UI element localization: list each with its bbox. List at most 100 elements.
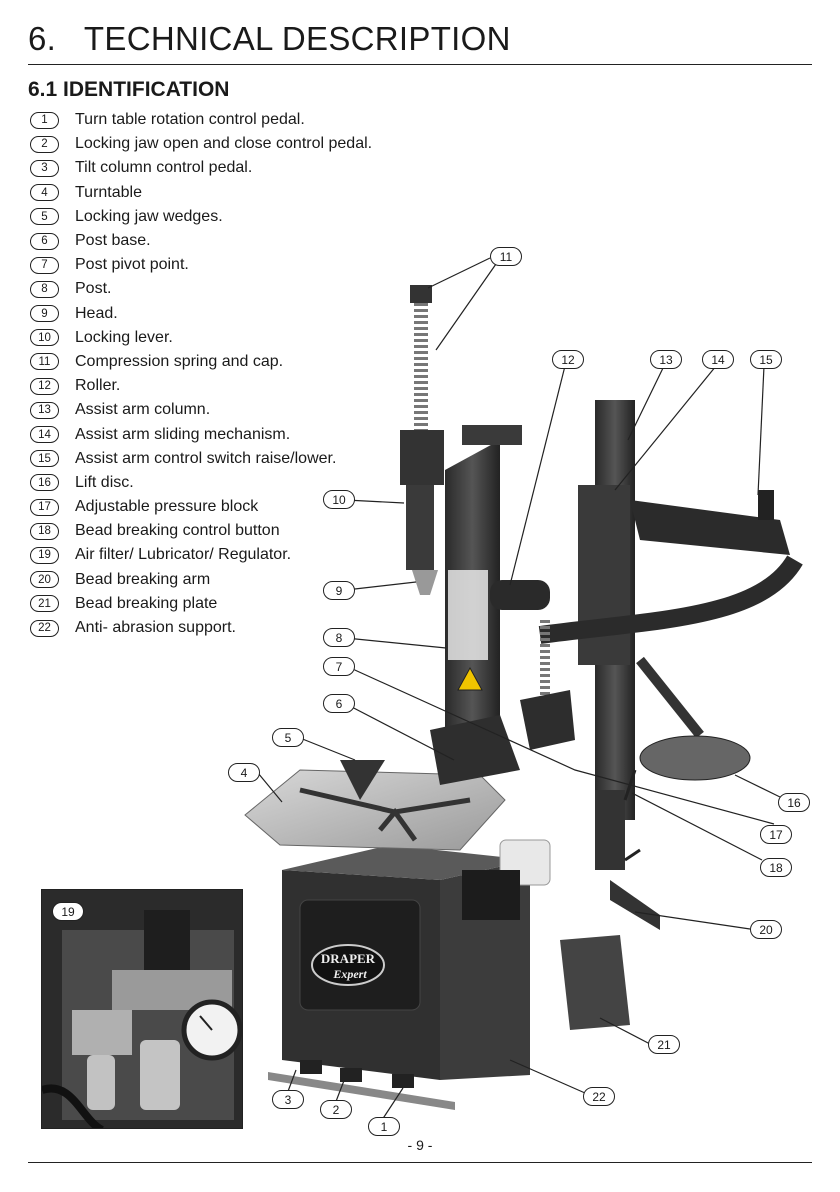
item-label: Bead breaking arm bbox=[75, 570, 211, 588]
list-item: 21 Bead breaking plate bbox=[30, 592, 372, 616]
callout-8: 8 bbox=[323, 628, 355, 647]
turntable bbox=[244, 760, 506, 851]
item-number-badge: 21 bbox=[30, 595, 59, 613]
page-number: - 9 - bbox=[407, 1137, 433, 1153]
item-label: Post base. bbox=[75, 232, 151, 250]
lift-disc bbox=[636, 656, 751, 781]
post bbox=[430, 425, 522, 785]
callout-2: 2 bbox=[320, 1100, 352, 1119]
callout-19: 19 bbox=[52, 902, 84, 921]
item-label: Bead breaking control button bbox=[75, 522, 280, 540]
section-title: 6. TECHNICAL DESCRIPTION bbox=[28, 20, 511, 57]
callout-10: 10 bbox=[323, 490, 355, 509]
item-number-badge: 7 bbox=[30, 256, 59, 274]
callout-9: 9 bbox=[323, 581, 355, 600]
item-number-badge: 10 bbox=[30, 329, 59, 347]
item-number-badge: 1 bbox=[30, 111, 59, 129]
callout-13: 13 bbox=[650, 350, 682, 369]
list-item: 11 Compression spring and cap. bbox=[30, 350, 372, 374]
list-item: 5 Locking jaw wedges. bbox=[30, 205, 372, 229]
callout-6: 6 bbox=[323, 694, 355, 713]
callout-11: 11 bbox=[490, 247, 522, 266]
item-number-badge: 19 bbox=[30, 546, 59, 564]
callout-16: 16 bbox=[778, 793, 810, 812]
item-number-badge: 11 bbox=[30, 353, 59, 371]
item-number-badge: 12 bbox=[30, 377, 59, 395]
item-label: Compression spring and cap. bbox=[75, 352, 284, 370]
callout-5: 5 bbox=[272, 728, 304, 747]
item-label: Assist arm control switch raise/lower. bbox=[75, 449, 337, 467]
list-item: 18 Bead breaking control button bbox=[30, 519, 372, 543]
list-item: 13 Assist arm column. bbox=[30, 398, 372, 422]
item-label: Adjustable pressure block bbox=[75, 498, 259, 516]
spring-and-head bbox=[400, 285, 444, 595]
item-number-badge: 9 bbox=[30, 305, 59, 323]
air-filter-illustration bbox=[42, 890, 242, 1128]
air-filter-inset: 19 bbox=[41, 889, 243, 1129]
item-label: Turntable bbox=[75, 183, 142, 201]
item-number-badge: 14 bbox=[30, 426, 59, 444]
callout-1: 1 bbox=[368, 1117, 400, 1136]
item-number-badge: 20 bbox=[30, 571, 59, 589]
callout-7: 7 bbox=[323, 657, 355, 676]
item-number-badge: 18 bbox=[30, 522, 59, 540]
draper-expert-logo: DRAPER Expert bbox=[311, 944, 385, 986]
list-item: 20 Bead breaking arm bbox=[30, 568, 372, 592]
list-item: 19 Air filter/ Lubricator/ Regulator. bbox=[30, 543, 372, 567]
callout-3: 3 bbox=[272, 1090, 304, 1109]
title-divider bbox=[28, 64, 812, 65]
item-label: Tilt column control pedal. bbox=[75, 159, 253, 177]
item-label: Air filter/ Lubricator/ Regulator. bbox=[75, 546, 292, 564]
item-label: Lift disc. bbox=[75, 473, 134, 491]
assist-arm-column bbox=[490, 400, 803, 820]
callout-18: 18 bbox=[760, 858, 792, 877]
callout-20: 20 bbox=[750, 920, 782, 939]
brand-line1: DRAPER bbox=[321, 951, 376, 966]
item-number-badge: 6 bbox=[30, 232, 59, 250]
list-item: 14 Assist arm sliding mechanism. bbox=[30, 422, 372, 446]
item-label: Assist arm sliding mechanism. bbox=[75, 425, 291, 443]
item-number-badge: 4 bbox=[30, 184, 59, 202]
callout-21: 21 bbox=[648, 1035, 680, 1054]
list-item: 7 Post pivot point. bbox=[30, 253, 372, 277]
item-number-badge: 3 bbox=[30, 159, 59, 177]
callout-15: 15 bbox=[750, 350, 782, 369]
item-label: Bead breaking plate bbox=[75, 594, 218, 612]
item-label: Roller. bbox=[75, 377, 121, 395]
brand-line2: Expert bbox=[332, 967, 367, 981]
list-item: 3 Tilt column control pedal. bbox=[30, 156, 372, 180]
item-label: Locking jaw open and close control pedal… bbox=[75, 135, 373, 153]
callout-4: 4 bbox=[228, 763, 260, 782]
footer-divider bbox=[28, 1162, 812, 1163]
item-label: Post pivot point. bbox=[75, 256, 189, 274]
callout-14: 14 bbox=[702, 350, 734, 369]
item-number-badge: 16 bbox=[30, 474, 59, 492]
callout-17: 17 bbox=[760, 825, 792, 844]
item-label: Locking jaw wedges. bbox=[75, 207, 223, 225]
item-number-badge: 13 bbox=[30, 401, 59, 419]
item-number-badge: 2 bbox=[30, 135, 59, 153]
subsection-title: 6.1 IDENTIFICATION bbox=[28, 78, 230, 101]
item-number-badge: 8 bbox=[30, 280, 59, 298]
leader-lines bbox=[257, 257, 781, 1121]
callout-22: 22 bbox=[583, 1087, 615, 1106]
bead-breaker bbox=[462, 769, 660, 1030]
item-label: Anti- abrasion support. bbox=[75, 619, 236, 637]
item-label: Head. bbox=[75, 304, 118, 322]
item-number-badge: 5 bbox=[30, 208, 59, 226]
callout-12: 12 bbox=[552, 350, 584, 369]
list-item: 4 Turntable bbox=[30, 181, 372, 205]
item-label: Assist arm column. bbox=[75, 401, 211, 419]
list-item: 9 Head. bbox=[30, 302, 372, 326]
list-item: 12 Roller. bbox=[30, 374, 372, 398]
list-item: 16 Lift disc. bbox=[30, 471, 372, 495]
list-item: 6 Post base. bbox=[30, 229, 372, 253]
